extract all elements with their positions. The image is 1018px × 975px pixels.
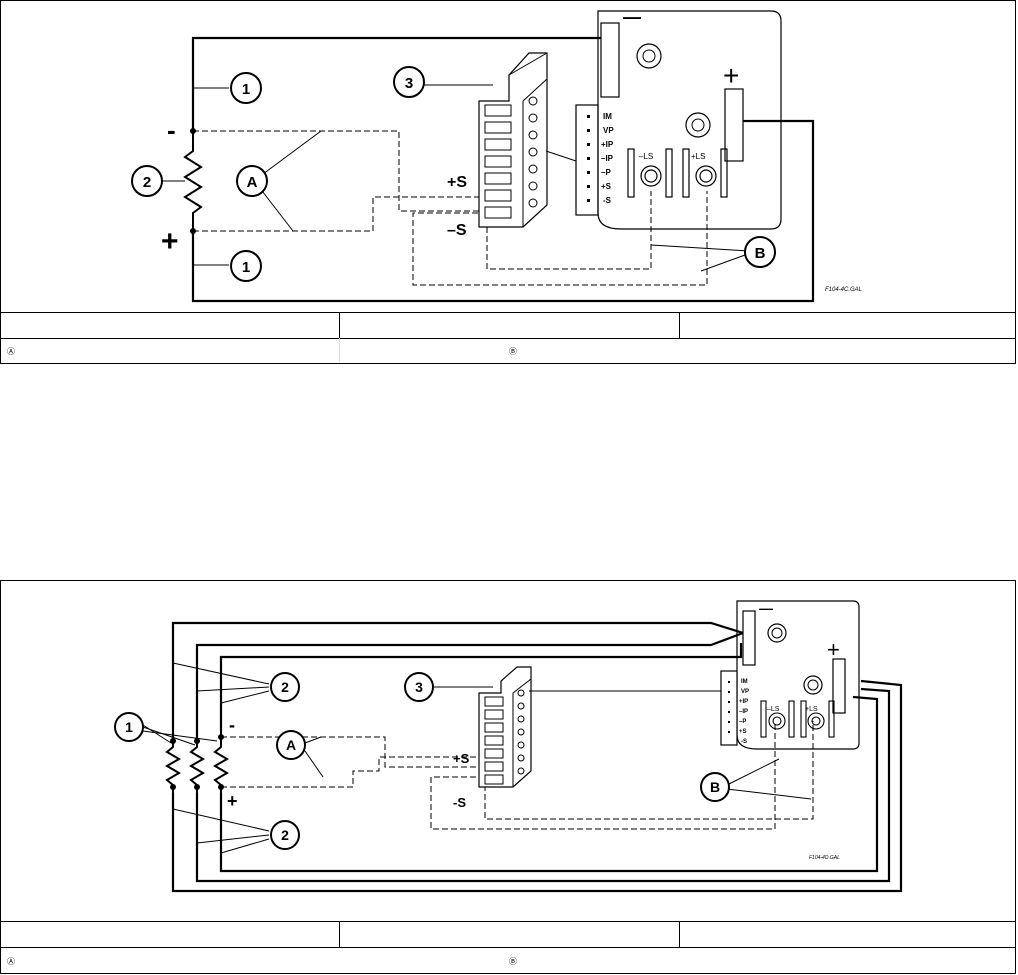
top-wire-negative <box>191 36 601 131</box>
bottom-footer-divider <box>1 921 1015 922</box>
top-callout-2 <box>131 165 163 197</box>
bottom-callout-1 <box>114 712 144 742</box>
bottom-board-outline <box>736 600 860 750</box>
svg-text:-S: -S <box>741 739 747 745</box>
svg-text:–IP: –IP <box>739 709 748 715</box>
bottom-ls-terminals <box>760 700 835 738</box>
top-footer-mark-left: Ⓐ <box>7 347 15 356</box>
bottom-ls-plus-label: +LS <box>805 706 818 713</box>
top-ls-minus-label: –LS <box>639 152 653 161</box>
bottom-plus-sign: + <box>227 791 238 811</box>
bottom-board-minus: — <box>759 600 773 616</box>
svg-text:+IP: +IP <box>601 140 614 149</box>
top-sense-minus-label: –S <box>447 222 467 239</box>
top-pin-labels: IM VP +IP –IP –P +S -S <box>601 112 614 205</box>
top-callout-A-label: A <box>247 174 258 191</box>
bottom-load-wires <box>171 621 903 893</box>
top-plus-sign: + <box>161 225 179 258</box>
top-callout-2-label: 2 <box>143 174 151 191</box>
svg-text:VP: VP <box>603 126 614 135</box>
bottom-callout-2b-label: 2 <box>281 827 289 843</box>
top-board-minus: — <box>623 7 641 27</box>
bottom-figure-code: F104-4D.GAL <box>809 855 840 861</box>
bottom-callout-3 <box>404 672 434 702</box>
top-callout-leaders <box>161 87 750 272</box>
bottom-callout-leaders <box>142 662 812 854</box>
bottom-callout-3-label: 3 <box>415 679 423 695</box>
svg-text:–P: –P <box>739 719 746 725</box>
top-neg-terminal <box>600 22 620 98</box>
top-board-plus: + <box>723 60 739 91</box>
bottom-callout-2b <box>270 820 300 850</box>
top-footer-mark-right: Ⓑ <box>509 347 517 356</box>
top-sense-leads <box>193 130 708 286</box>
top-connector-plug <box>423 52 577 228</box>
top-callout-1a-label: 1 <box>242 81 250 98</box>
bottom-load-resistors <box>165 731 229 793</box>
top-board-outline <box>597 10 782 230</box>
top-minus-sign: - <box>167 115 176 145</box>
top-footer-divider-2 <box>1 338 1015 339</box>
bottom-pin-header <box>720 670 738 746</box>
top-callout-1a <box>230 72 262 104</box>
svg-text:+S: +S <box>739 729 747 735</box>
svg-text:-S: -S <box>603 196 612 205</box>
top-ls-terminals <box>627 148 728 198</box>
top-pos-stud <box>685 112 711 138</box>
top-callout-B <box>744 236 776 268</box>
svg-text:–P: –P <box>601 168 611 177</box>
bottom-sense-plus-label: +S <box>453 751 470 766</box>
top-callout-A <box>236 165 268 197</box>
bottom-minus-sign: - <box>229 715 235 735</box>
top-callout-1b-label: 1 <box>242 259 250 276</box>
bottom-callout-2a <box>270 672 300 702</box>
top-neg-stud <box>636 43 662 69</box>
top-diagram-panel: 1 1 2 3 A B - + +S –S IM VP +IP –IP –P +… <box>0 0 1016 364</box>
bottom-callout-2a-label: 2 <box>281 679 289 695</box>
svg-text:IM: IM <box>741 679 748 685</box>
top-load-resistor <box>183 131 203 233</box>
bottom-ls-minus-label: –LS <box>767 706 780 713</box>
top-wiring-diagram: 1 1 2 3 A B - + +S –S IM VP +IP –IP –P +… <box>131 7 862 303</box>
svg-text:+S: +S <box>601 182 612 191</box>
bottom-callout-B <box>700 772 730 802</box>
top-sense-plus-label: +S <box>447 174 467 191</box>
top-load-wires <box>191 36 815 303</box>
bottom-pin-labels: IM VP +IP –IP –P +S -S <box>739 679 749 745</box>
bottom-footer-mark-left: Ⓐ <box>7 957 15 966</box>
svg-text:IM: IM <box>603 112 612 121</box>
bottom-callout-1-label: 1 <box>125 719 133 735</box>
bottom-footer-divider-2 <box>1 947 1015 948</box>
bottom-connector-plug <box>425 666 721 788</box>
top-ls-plus-label: +LS <box>691 152 705 161</box>
bottom-callout-A-label: A <box>286 737 296 753</box>
top-callout-3-label: 3 <box>405 75 413 92</box>
svg-text:VP: VP <box>741 689 749 695</box>
bottom-wiring-diagram: 2 2 1 3 A B - + +S -S IM VP +IP –IP –P +… <box>114 600 903 893</box>
top-wire-positive <box>191 119 815 303</box>
top-callout-1b <box>230 250 262 282</box>
bottom-neg-terminal <box>742 610 756 666</box>
bottom-pos-terminal <box>832 658 846 714</box>
top-pin-header <box>575 104 599 216</box>
top-callout-3 <box>393 66 425 98</box>
top-footer-divider <box>1 312 1015 313</box>
svg-text:+IP: +IP <box>739 699 748 705</box>
svg-text:–IP: –IP <box>601 154 614 163</box>
top-pos-terminal <box>724 88 744 162</box>
bottom-callout-A <box>276 730 306 760</box>
top-callout-B-label: B <box>755 245 766 262</box>
top-figure-code: F104-4C.GAL <box>825 287 862 293</box>
bottom-footer-mark-right: Ⓑ <box>509 957 517 966</box>
bottom-board-plus: + <box>827 637 840 662</box>
bottom-sense-minus-label: -S <box>453 795 466 810</box>
bottom-diagram-panel: 2 2 1 3 A B - + +S -S IM VP +IP –IP –P +… <box>0 580 1016 974</box>
bottom-callout-B-label: B <box>710 779 720 795</box>
